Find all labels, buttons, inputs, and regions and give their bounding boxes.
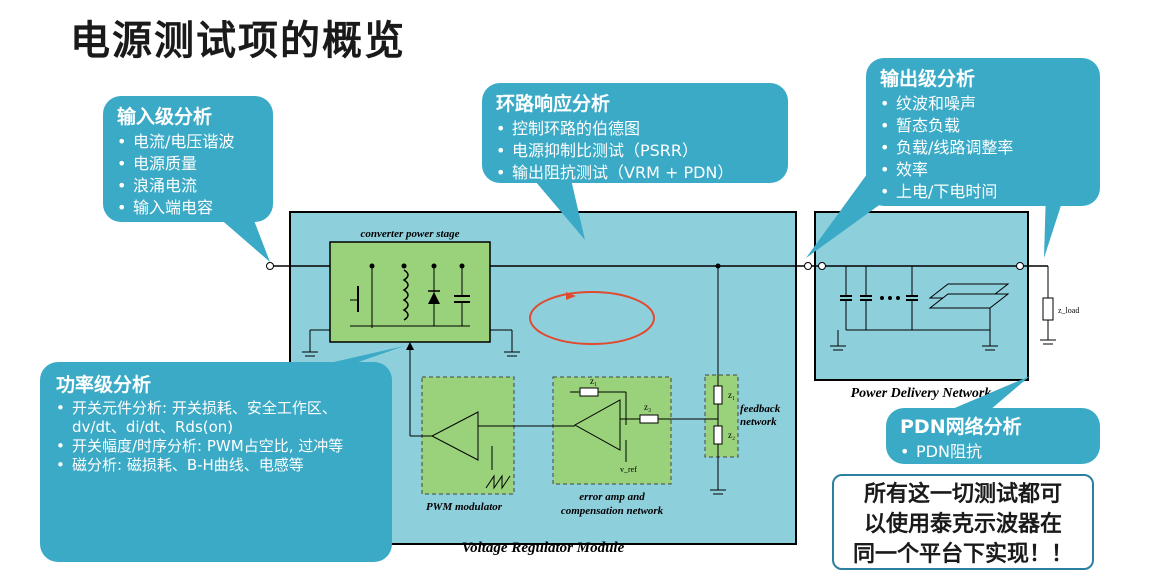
loop-ellipse xyxy=(529,291,655,345)
list-item: 开关元件分析: 开关损耗、安全工作区、dv/dt、di/dt、Rds(on) xyxy=(56,399,376,437)
pwm-label: PWM modulator xyxy=(426,501,503,513)
svg-text:z₁: z₁ xyxy=(590,376,597,386)
vrm-label: Voltage Regulator Module xyxy=(462,540,625,556)
converter-stage-box xyxy=(329,241,491,343)
summary-line-1: 所有这一切测试都可 xyxy=(863,482,1062,507)
list-item: 电源抑制比测试（PSRR） xyxy=(496,140,774,162)
zload-label: z_load xyxy=(1058,306,1079,315)
list-item: 负载/线路调整率 xyxy=(880,137,1086,159)
pdn-label: Power Delivery Network xyxy=(851,386,992,401)
power-stage-callout: 功率级分析 开关元件分析: 开关损耗、安全工作区、dv/dt、di/dt、Rds… xyxy=(40,362,392,562)
list-item: PDN阻抗 xyxy=(900,441,1086,463)
list-item: 电源质量 xyxy=(117,153,259,175)
input-stage-callout: 输入级分析 电流/电压谐波 电源质量 浪涌电流 输入端电容 xyxy=(103,96,273,222)
summary-line-2: 以使用泰克示波器在 xyxy=(863,512,1062,537)
list-item: 效率 xyxy=(880,159,1086,181)
svg-text:z₃: z₃ xyxy=(644,402,651,412)
list-item: 纹波和噪声 xyxy=(880,93,1086,115)
pdn-callout: PDN网络分析 PDN阻抗 xyxy=(886,408,1100,464)
output-stage-heading: 输出级分析 xyxy=(880,68,976,90)
list-item: 控制环路的伯德图 xyxy=(496,118,774,140)
loop-response-callout: 环路响应分析 控制环路的伯德图 电源抑制比测试（PSRR） 输出阻抗测试（VRM… xyxy=(482,83,788,184)
error-amp-label-1: error amp and xyxy=(579,491,645,503)
list-item: 开关幅度/时序分析: PWM占空比, 过冲等 xyxy=(56,437,376,456)
list-item: 输出阻抗测试（VRM + PDN） xyxy=(496,162,774,184)
feedback-label-1: feedback xyxy=(740,403,781,415)
list-item: 浪涌电流 xyxy=(117,175,259,197)
list-item: 输入端电容 xyxy=(117,197,259,219)
summary-box: 所有这一切测试都可 以使用泰克示波器在 同一个平台下实现！！ xyxy=(832,474,1094,570)
power-stage-heading: 功率级分析 xyxy=(56,374,152,396)
summary-line-3: 同一个平台下实现！！ xyxy=(852,542,1073,567)
input-stage-heading: 输入级分析 xyxy=(117,106,213,128)
svg-text:z₂: z₂ xyxy=(728,430,735,440)
error-amp-label-2: compensation network xyxy=(561,505,664,517)
svg-text:z₁: z₁ xyxy=(728,390,735,400)
list-item: 磁分析: 磁损耗、B-H曲线、电感等 xyxy=(56,456,376,475)
list-item: 电流/电压谐波 xyxy=(117,131,259,153)
converter-label: converter power stage xyxy=(361,228,460,240)
feedback-label-2: network xyxy=(740,416,777,428)
page-title: 电源测试项的概览 xyxy=(70,18,406,64)
output-stage-callout: 输出级分析 纹波和噪声 暂态负载 负载/线路调整率 效率 上电/下电时间 xyxy=(866,58,1100,206)
svg-text:v_ref: v_ref xyxy=(620,465,637,474)
pdn-heading: PDN网络分析 xyxy=(900,416,1022,438)
loop-response-heading: 环路响应分析 xyxy=(496,93,611,115)
list-item: 上电/下电时间 xyxy=(880,181,1086,203)
list-item: 暂态负载 xyxy=(880,115,1086,137)
